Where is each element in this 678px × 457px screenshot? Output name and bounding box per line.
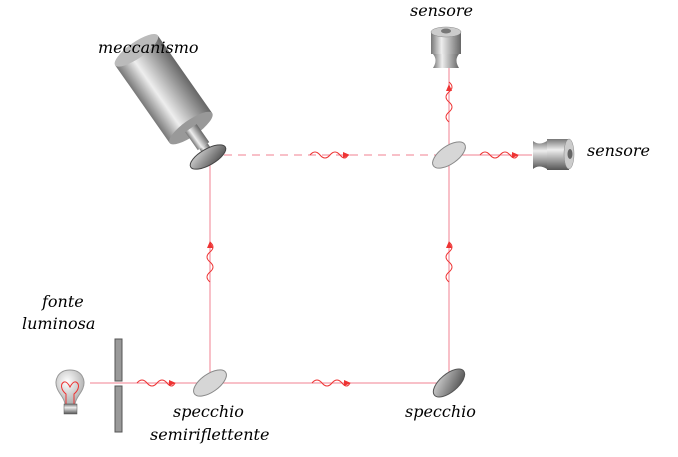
arrow-icon [512, 152, 519, 158]
arrowheads [169, 84, 519, 386]
label-beam-splitter-line1: specchio [173, 402, 244, 421]
light-bulb-icon [55, 369, 85, 415]
wave-h3 [309, 151, 349, 159]
slit-barrier [114, 338, 123, 433]
label-mechanism: meccanismo [98, 38, 199, 57]
wave-v2 [445, 241, 453, 283]
label-beam-splitter-line2: semiriflettente [150, 425, 270, 444]
arrow-icon [446, 241, 452, 248]
arrow-icon [207, 241, 213, 248]
mechanism-actuator [114, 33, 214, 158]
arrow-icon [446, 84, 452, 91]
movable-mirror [189, 144, 227, 170]
beam-splitter-mirror [193, 369, 227, 397]
label-mirror: specchio [405, 402, 476, 421]
arrow-icon [343, 152, 350, 158]
arrow-icon [169, 380, 176, 386]
label-source-line1: fonte [42, 292, 84, 311]
label-sensor-right: sensore [587, 141, 650, 160]
sensor-top-icon [430, 26, 462, 68]
sensor-right-icon [533, 138, 575, 170]
beam-splitter-top-right [432, 141, 466, 169]
wave-v3 [445, 81, 453, 123]
wave-v1 [206, 241, 214, 283]
label-source-line2: luminosa [22, 314, 96, 333]
mirror-bottom-right [432, 368, 466, 398]
arrow-icon [344, 380, 351, 386]
label-sensor-top: sensore [410, 1, 473, 20]
